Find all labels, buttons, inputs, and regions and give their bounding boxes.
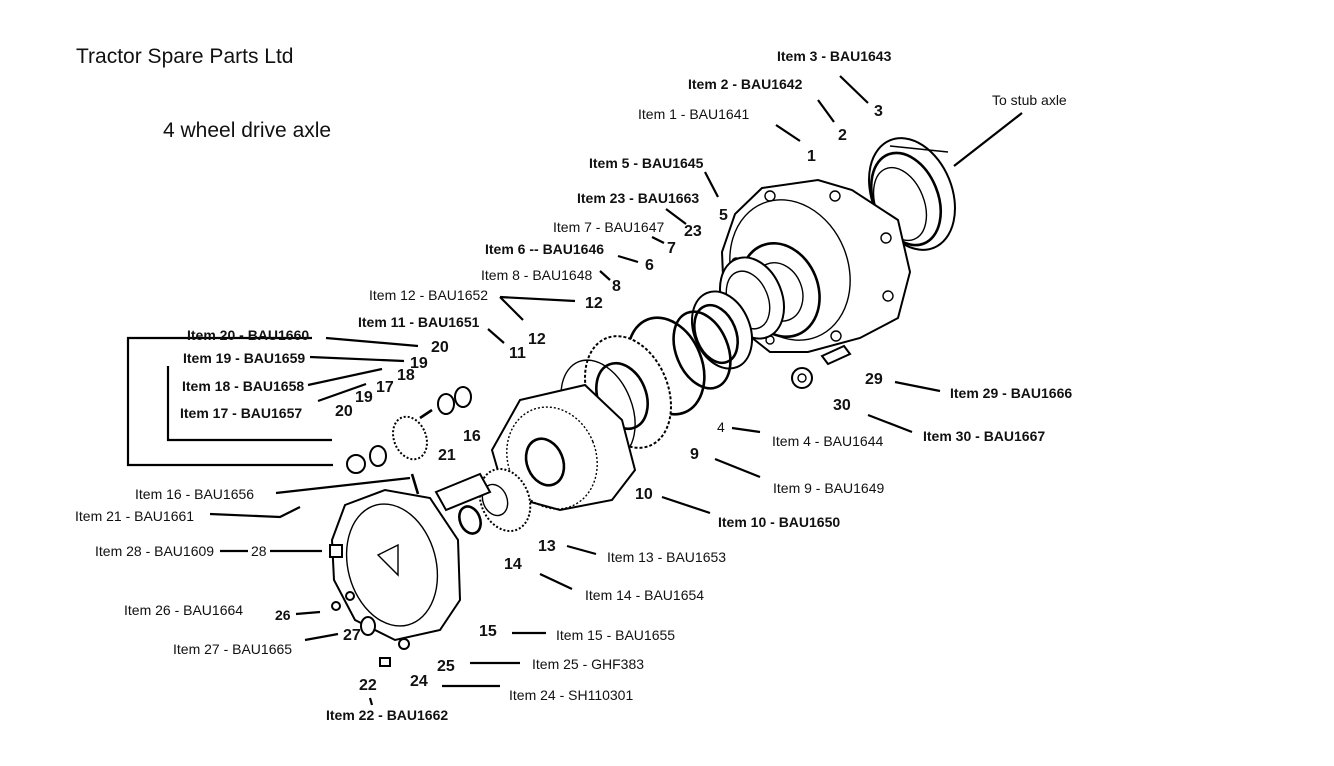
label-item-16: Item 16 - BAU1656: [135, 486, 254, 502]
diagram-subtitle: 4 wheel drive axle: [163, 119, 332, 142]
number-6: 6: [645, 257, 654, 274]
part-19-20-washers: [346, 386, 472, 474]
label-item-26: Item 26 - BAU1664: [124, 602, 243, 618]
number-22: 22: [359, 677, 377, 694]
label-item-15: Item 15 - BAU1655: [556, 627, 675, 643]
number-29: 29: [865, 371, 883, 388]
number-17: 17: [376, 379, 394, 396]
label-item-12: Item 12 - BAU1652: [369, 287, 488, 303]
number-16: 16: [463, 428, 481, 445]
number-7: 7: [667, 240, 676, 257]
label-item-3: Item 3 - BAU1643: [777, 48, 892, 64]
callout-labels: To stub axle Item 3 - BAU1643 Item 2 - B…: [75, 48, 1072, 723]
part-15-carrier-cover: [330, 488, 462, 642]
part-27-washer: [345, 591, 355, 601]
label-item-1: Item 1 - BAU1641: [638, 106, 749, 122]
label-item-21: Item 21 - BAU1661: [75, 508, 194, 524]
label-item-6: Item 6 -- BAU1646: [485, 241, 604, 257]
label-item-11: Item 11 - BAU1651: [358, 314, 480, 330]
number-24: 24: [410, 673, 428, 690]
number-13: 13: [538, 538, 556, 555]
label-item-4: Item 4 - BAU1644: [772, 433, 883, 449]
part-21-pin: [434, 472, 492, 512]
label-item-5: Item 5 - BAU1645: [589, 155, 704, 171]
number-8: 8: [612, 278, 621, 295]
part-24-bolt: [379, 657, 391, 667]
part-22-plug: [360, 616, 376, 636]
number-14: 14: [504, 556, 522, 573]
number-3: 3: [874, 103, 883, 120]
part-16-pin: [410, 473, 420, 495]
number-19b: 19: [355, 389, 373, 406]
label-item-24: Item 24 - SH110301: [509, 687, 633, 703]
label-item-25: Item 25 - GHF383: [532, 656, 644, 672]
part-numbers: 3 2 1 5 23 7 6 8 12 12 11 20 19 18 17 19…: [251, 103, 883, 694]
label-item-10: Item 10 - BAU1650: [718, 514, 840, 530]
leader-lines: [126, 75, 1023, 706]
number-12b: 12: [528, 331, 546, 348]
number-26: 26: [275, 607, 291, 623]
part-26-bolt: [331, 601, 341, 611]
label-item-17: Item 17 - BAU1657: [180, 405, 302, 421]
label-item-2: Item 2 - BAU1642: [688, 76, 803, 92]
part-10-annulus: [490, 383, 637, 512]
part-6-ring: [672, 310, 732, 390]
label-item-22: Item 22 - BAU1662: [326, 707, 448, 723]
label-item-14: Item 14 - BAU1654: [585, 587, 704, 603]
company-title: Tractor Spare Parts Ltd: [76, 45, 294, 68]
number-19a: 19: [410, 355, 428, 372]
number-25: 25: [437, 658, 455, 675]
label-item-28: Item 28 - BAU1609: [95, 543, 214, 559]
label-item-20: Item 20 - BAU1660: [187, 327, 309, 343]
label-item-27: Item 27 - BAU1665: [173, 641, 292, 657]
label-item-30: Item 30 - BAU1667: [923, 428, 1045, 444]
label-item-13: Item 13 - BAU1653: [607, 549, 726, 565]
number-11: 11: [509, 345, 526, 362]
label-item-18: Item 18 - BAU1658: [182, 378, 304, 394]
number-23: 23: [684, 223, 702, 240]
number-21: 21: [438, 447, 456, 464]
number-12a: 12: [585, 295, 603, 312]
number-4: 4: [717, 419, 725, 435]
part-18-needle: [419, 408, 433, 420]
number-1: 1: [807, 148, 816, 165]
part-14-washer: [458, 505, 482, 535]
number-9: 9: [690, 446, 699, 463]
label-item-8: Item 8 - BAU1648: [481, 267, 592, 283]
label-item-7: Item 7 - BAU1647: [553, 219, 664, 235]
part-29-stud: [820, 344, 852, 366]
part-25-washer: [398, 638, 410, 650]
label-item-9: Item 9 - BAU1649: [773, 480, 884, 496]
label-stub-axle: To stub axle: [992, 92, 1067, 108]
number-18: 18: [397, 367, 415, 384]
number-20b: 20: [335, 403, 353, 420]
part-30-nut: [791, 367, 813, 389]
number-28: 28: [251, 543, 267, 559]
number-15: 15: [479, 623, 497, 640]
number-27: 27: [343, 627, 361, 644]
part-drawings: [329, 137, 956, 667]
number-30: 30: [833, 397, 851, 414]
part-13-shaft: [478, 467, 532, 533]
number-10: 10: [635, 486, 653, 503]
part-28-plug: [329, 544, 343, 558]
label-item-23: Item 23 - BAU1663: [577, 190, 699, 206]
label-item-19: Item 19 - BAU1659: [183, 350, 305, 366]
number-5: 5: [719, 207, 728, 224]
number-2: 2: [838, 127, 847, 144]
label-item-29: Item 29 - BAU1666: [950, 385, 1072, 401]
part-17-planet-gear: [392, 415, 428, 461]
number-20a: 20: [431, 339, 449, 356]
